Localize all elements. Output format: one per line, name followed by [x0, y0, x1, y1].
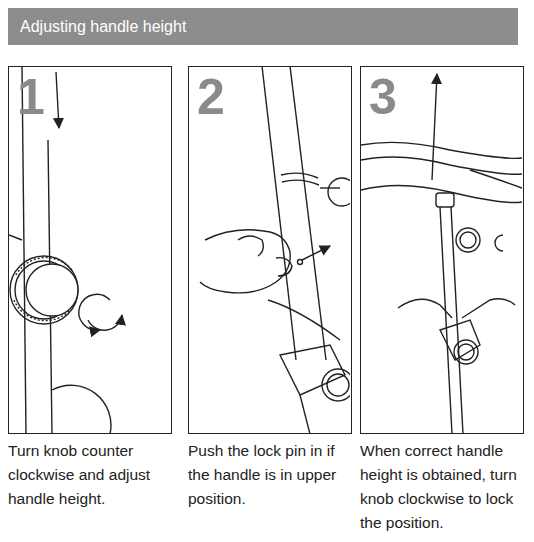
- section-title: Adjusting handle height: [20, 17, 186, 37]
- step-panel: 1Turn knob counter clockwise and adjust …: [8, 66, 172, 434]
- step-number: 1: [17, 69, 45, 125]
- step-number: 2: [197, 69, 225, 125]
- step-caption: When correct handle height is obtained, …: [360, 439, 526, 535]
- step-caption: Push the lock pin in if the handle is in…: [188, 439, 354, 511]
- step-caption: Turn knob counter clockwise and adjust h…: [8, 439, 174, 511]
- step-panel: 2Push the lock pin in if the handle is i…: [188, 66, 352, 434]
- knob-illustration: [9, 67, 122, 433]
- handle-illustration: [361, 74, 522, 433]
- step-panel: 3When correct handle height is obtained,…: [360, 66, 524, 434]
- step-number: 3: [369, 69, 397, 125]
